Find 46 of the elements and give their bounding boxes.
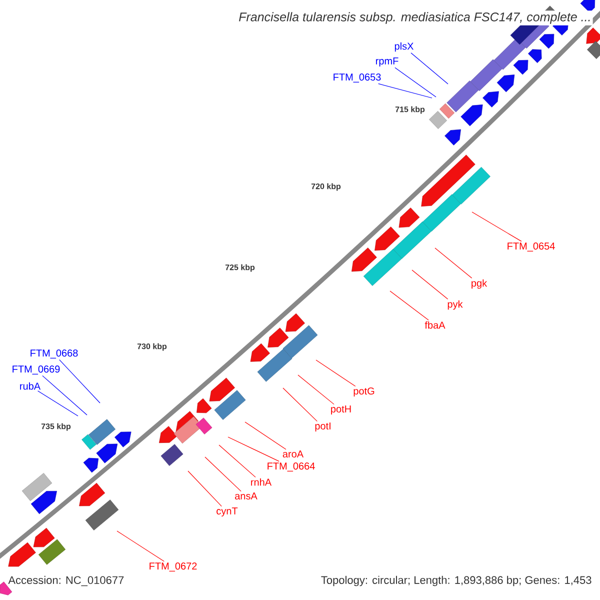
leader-line	[472, 212, 522, 242]
gene-label: potG	[354, 387, 374, 397]
leader-line	[378, 83, 432, 98]
gene-label: pgk	[472, 279, 488, 289]
leader-line	[390, 290, 429, 320]
gene-label: rpmF	[376, 58, 398, 66]
gene-label: rubA	[20, 382, 41, 390]
gene-label: rnhA	[251, 478, 272, 486]
scale-label: 720 kbp	[311, 183, 341, 191]
leader-line	[282, 388, 318, 422]
info-text: Topology: circular; Length: 1,893,886 bp; Genes: 1,453	[321, 576, 592, 586]
gene-label: FTM_0672	[150, 562, 197, 572]
scale-label: 715 kbp	[395, 106, 425, 114]
gene-label: cynT	[216, 508, 238, 516]
gene-label: aroA	[282, 450, 304, 458]
gene-label: ansA	[235, 492, 258, 500]
leader-line	[218, 444, 256, 478]
gene-label: FTM_0669	[12, 366, 60, 374]
leader-line	[410, 52, 448, 84]
leader-line	[38, 390, 78, 416]
gene-label: FTM_0664	[268, 462, 315, 472]
gene-label: potH	[331, 406, 351, 414]
info-text: Accession: NC_010677	[8, 576, 124, 586]
scale-label: 735 kbp	[41, 423, 71, 431]
gene-label: FTM_0668	[30, 350, 78, 358]
leader-line	[204, 456, 242, 492]
gene-label: plsX	[394, 42, 414, 52]
leader-line	[298, 374, 334, 405]
gene-label: fbaA	[424, 321, 446, 329]
leader-line	[228, 436, 280, 462]
gene-label: potI	[315, 422, 330, 432]
title: Francisella tularensis subsp. mediasiatica FSC147, complete ...	[237, 10, 593, 26]
leader-line	[59, 359, 100, 404]
leader-line	[434, 248, 472, 278]
scale-label: 730 kbp	[137, 343, 167, 351]
gene-label: pyk	[448, 300, 463, 310]
leader-line	[316, 360, 356, 387]
leader-line	[42, 375, 88, 416]
leader-line	[116, 530, 164, 562]
gene-label: FTM_0653	[334, 74, 381, 82]
leader-line	[244, 422, 286, 450]
scale-label: 725 kbp	[225, 264, 255, 272]
leader-line	[394, 67, 436, 98]
gene-label: FTM_0654	[508, 242, 555, 252]
leader-line	[412, 270, 448, 300]
leader-line	[188, 470, 222, 507]
